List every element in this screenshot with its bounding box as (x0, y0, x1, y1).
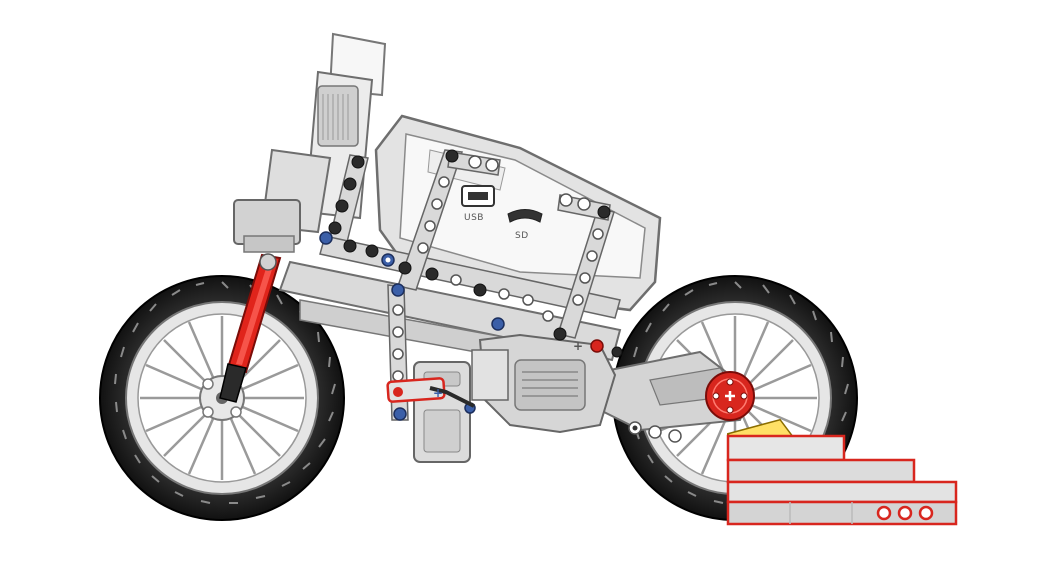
headstock-column (233, 32, 387, 253)
sd-label: SD (515, 231, 529, 241)
medium-motor-icon (413, 361, 471, 463)
lower-frame-beam (278, 260, 622, 362)
front-tread-icon (114, 281, 336, 504)
svg-text:+: + (433, 386, 443, 400)
usb-label: USB (464, 213, 484, 223)
svg-text:+: + (573, 339, 583, 353)
stepped-beam-stack-icon (726, 418, 958, 526)
red-pin-icon (590, 339, 604, 353)
red-fork-icon (219, 253, 282, 403)
red-linkage: + (386, 377, 475, 408)
sd-slot-icon (507, 209, 543, 223)
red-hub-gear-icon (705, 371, 755, 421)
large-motor-icon (471, 333, 617, 434)
